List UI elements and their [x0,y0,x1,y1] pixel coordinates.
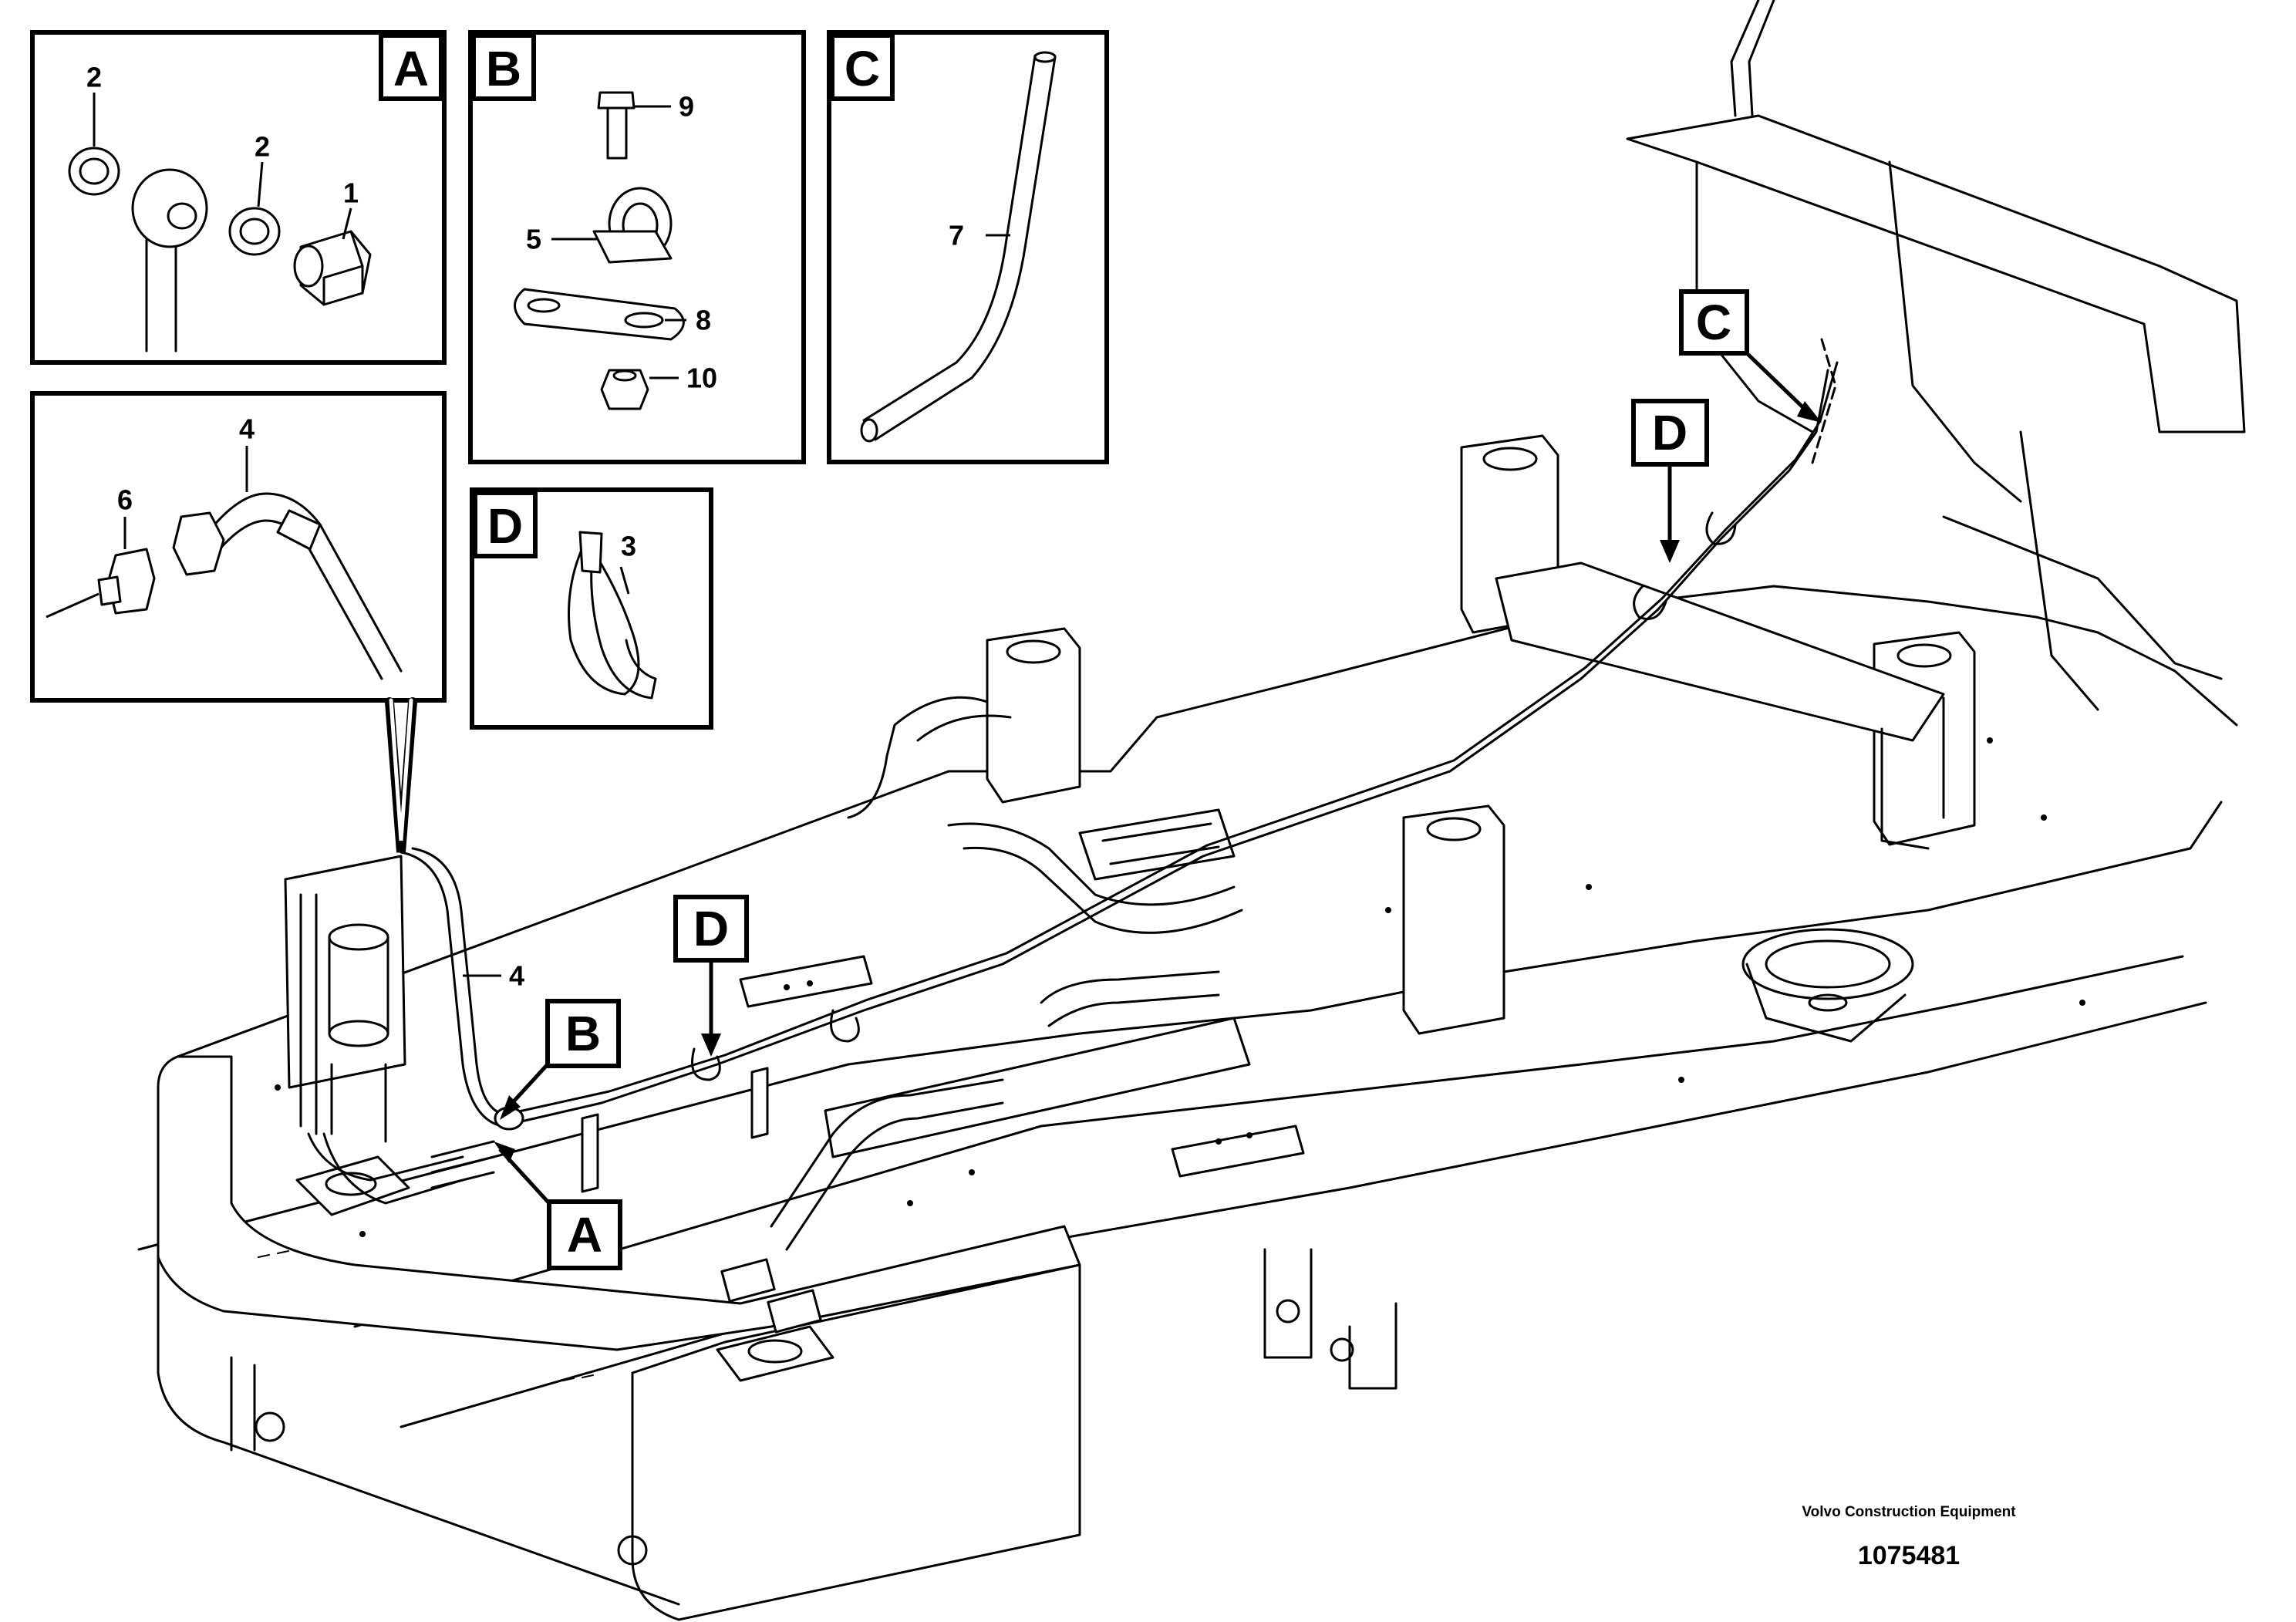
main-tag-c: C [1696,295,1731,350]
pipe-end-fitting [720,1258,776,1303]
bolt-icon [597,91,636,110]
support-tower [986,627,1081,804]
hose-nut-icon [172,511,225,576]
location-tag-b: B [500,999,621,1120]
main-assembly-view [137,0,2246,1621]
main-tag-b: B [565,1006,601,1061]
hose-detail-panel: 4 6 [30,391,447,853]
detail-panel-b: B 9 5 8 10 [468,30,806,464]
location-tag-c: C [1679,289,1822,423]
callout-hose-6: 6 [117,484,133,516]
rear-frame-top [1626,114,2246,433]
main-tag-d-right: D [1652,405,1687,460]
detail-panel-d: D 3 [470,487,713,730]
location-tag-a: A [494,1141,622,1270]
document-number: 1075481 [1857,1541,1961,1570]
main-tag-d-middle: D [693,901,729,956]
hose-4 [400,369,1829,1128]
callout-b-10: 10 [686,363,717,394]
panel-c-label: C [845,41,880,96]
callout-a-2: 2 [255,131,270,163]
callout-b-5: 5 [526,224,541,255]
counterweight-block [157,1055,1081,1351]
main-hose-callout: 4 [509,960,524,992]
callout-b-9: 9 [679,91,694,123]
panel-a-label: A [393,41,429,96]
detail-panel-a: A 2 2 1 [30,30,447,365]
support-tower [1402,804,1505,1035]
mounting-pad [295,1155,410,1216]
callout-a-1: 2 [86,62,102,93]
callout-b-8: 8 [696,305,711,336]
sealing-washer-icon [228,207,281,256]
sealing-washer-icon [68,147,120,196]
location-tag-d-right: D [1631,399,1709,563]
panel-b-label: B [486,41,521,96]
callout-c-7: 7 [949,220,964,251]
main-callout-4: 4 [463,960,524,992]
callout-a-3: 1 [343,177,359,209]
support-tower [1873,631,1976,846]
location-tag-d-middle: D [673,895,749,1057]
detail-panel-c: C 7 [827,30,1109,464]
main-tag-a: A [567,1207,602,1263]
callout-hose-4: 4 [239,413,255,445]
cable-tie-icon [568,538,640,696]
company-name: Volvo Construction Equipment [1802,1504,2016,1520]
pipe-end-fitting [767,1289,822,1334]
flange-nut-icon [600,369,649,410]
tube-end-icon [1033,51,1057,63]
panel-d-label: D [487,498,523,554]
mounting-pad [716,1325,834,1382]
fastener-dots [275,737,2085,1237]
callout-d-3: 3 [621,531,636,562]
